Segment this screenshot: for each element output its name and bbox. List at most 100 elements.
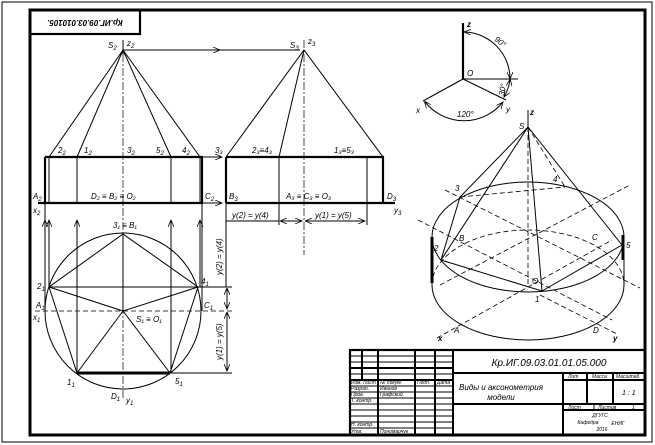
- drawing-label: ДГУГС: [591, 413, 608, 419]
- drawing-label: 1: [67, 378, 71, 387]
- drawing-label: 3: [127, 146, 132, 155]
- title-block: Кр.ИГ.09.03.01.01.05.000 Виды и аксономе…: [348, 348, 647, 437]
- drawing-line: [48, 49, 124, 158]
- drawing-label: Масса: [592, 374, 607, 380]
- isometric-view: z S 3 4 2 5 1 B C O A D x y: [417, 108, 641, 343]
- drawing-label: 2016: [595, 427, 607, 433]
- drawing-label: 22: [57, 146, 66, 157]
- drawing-line: [417, 219, 613, 321]
- drawing-label: 4: [182, 146, 187, 155]
- drawing-label: Н. контр.: [351, 422, 374, 428]
- drawing-label: z3: [307, 37, 316, 48]
- drawing-label: 2: [37, 197, 42, 203]
- drawing-label: Изм.: [351, 380, 362, 386]
- drawing-label: x: [437, 334, 443, 343]
- drawing-label: x2: [32, 206, 41, 217]
- drawing-label: D3: [387, 192, 397, 203]
- drawing-label: A: [32, 192, 38, 201]
- drawing-label: 51: [175, 377, 183, 388]
- drawing-label: 11: [67, 378, 75, 389]
- drawing-label: 1: [205, 282, 208, 288]
- drawing-label: A2: [32, 192, 42, 203]
- drawing-label: C2: [205, 192, 215, 203]
- drawing-line: [527, 126, 543, 292]
- drawing-label: y: [125, 396, 131, 405]
- drawing-label: 3: [393, 197, 397, 203]
- drawing-line: [122, 310, 171, 374]
- drawing-label: 2: [57, 146, 63, 155]
- drawing-label: z: [126, 39, 131, 48]
- drawing-label: Графский: [380, 391, 403, 398]
- drawing-label: S: [108, 41, 114, 50]
- drawing-line: [422, 78, 464, 102]
- front-view: S2 z2 22 12 32 52 42 A2 x2 D₂ ≡ B₂ ≡ O₂ …: [32, 39, 300, 400]
- drawing-line: [76, 310, 124, 374]
- drawing-title: Виды и аксонометрия: [459, 383, 544, 392]
- drawing-line: [440, 126, 529, 261]
- drawing-label: A1: [35, 301, 45, 312]
- drawing-label: 1: [210, 306, 213, 312]
- drawing-label: D1: [111, 392, 120, 403]
- drawing-label: 3: [398, 211, 402, 217]
- drawing-label: № докум.: [380, 380, 402, 386]
- drawing-label: C: [204, 301, 210, 310]
- drawing-label: 1: [71, 383, 74, 389]
- top-view: y(2) = y(4) y(1) = y(5) 3₁ ≡ B₁ 21 41 A1…: [32, 203, 232, 407]
- drawing-label: x: [415, 106, 421, 115]
- drawing-label: 2₃≡4₃: [251, 146, 272, 155]
- drawing-label: Утв.: [351, 429, 362, 435]
- drawing-line: [444, 189, 641, 289]
- drawing-line: [436, 239, 613, 339]
- drawing-label: Т. контр.: [351, 398, 373, 404]
- drawing-label: 2: [112, 46, 117, 52]
- stamp-code: Кр.ИГ.09.03.010105.: [47, 18, 123, 27]
- drawing-line: [504, 80, 510, 97]
- drawing-label: 52: [156, 146, 164, 157]
- drawing-label: z: [529, 108, 534, 117]
- drawing-label: 2: [210, 197, 215, 203]
- drawing-label: y(1) = y(5): [215, 323, 224, 361]
- drawing-line: [431, 284, 625, 341]
- drawing-label: модели: [487, 393, 515, 402]
- drawing-label: 2: [185, 151, 190, 157]
- drawing-line: [462, 78, 507, 101]
- drawing-label: D: [111, 392, 117, 401]
- drawing-label: 1: [179, 382, 182, 388]
- drawing-label: Пров.: [351, 392, 364, 398]
- drawing-label: 1: [37, 318, 40, 324]
- drawing-label: 5: [626, 241, 631, 250]
- drawing-label: y: [612, 334, 618, 343]
- drawing-label: 4: [553, 175, 558, 184]
- drawing-label: B: [229, 192, 235, 201]
- drawing-label: y3: [393, 206, 402, 217]
- drawing-label: 1: [632, 405, 635, 411]
- drawing-label: 2: [159, 151, 164, 157]
- drawing-label: ЕНИГ: [611, 421, 626, 427]
- drawing-label: y: [505, 105, 511, 114]
- drawing-line: [539, 294, 618, 335]
- drawing-label: 2: [130, 151, 135, 157]
- drawing-label: C1: [204, 301, 213, 312]
- drawing-label: 1: [84, 146, 88, 155]
- drawing-line: [440, 259, 543, 292]
- drawing-label: z: [466, 20, 471, 29]
- drawing-label: 12: [84, 146, 92, 157]
- drawing-line: [28, 8, 142, 36]
- drawing-label: 3: [312, 42, 316, 48]
- drawing-label: Подп.: [417, 380, 430, 386]
- drawing-label: 1: [41, 306, 44, 312]
- drawing-label: O: [532, 277, 538, 286]
- drawing-label: 1: [130, 401, 133, 407]
- drawing-label: 32: [127, 146, 135, 157]
- drawing-label: Листов: [597, 405, 617, 411]
- drawing-label: 3: [295, 46, 299, 52]
- drawing-label: 41: [201, 277, 209, 288]
- drawing-label: S₁ ≡ O₁: [136, 315, 162, 324]
- drawing-line: [439, 184, 631, 286]
- drawing-label: 3: [234, 197, 238, 203]
- stamp: Кр.ИГ.09.03.010105.: [28, 8, 142, 36]
- drawing-line: [527, 126, 566, 188]
- drawing-label: 3₃: [215, 146, 223, 155]
